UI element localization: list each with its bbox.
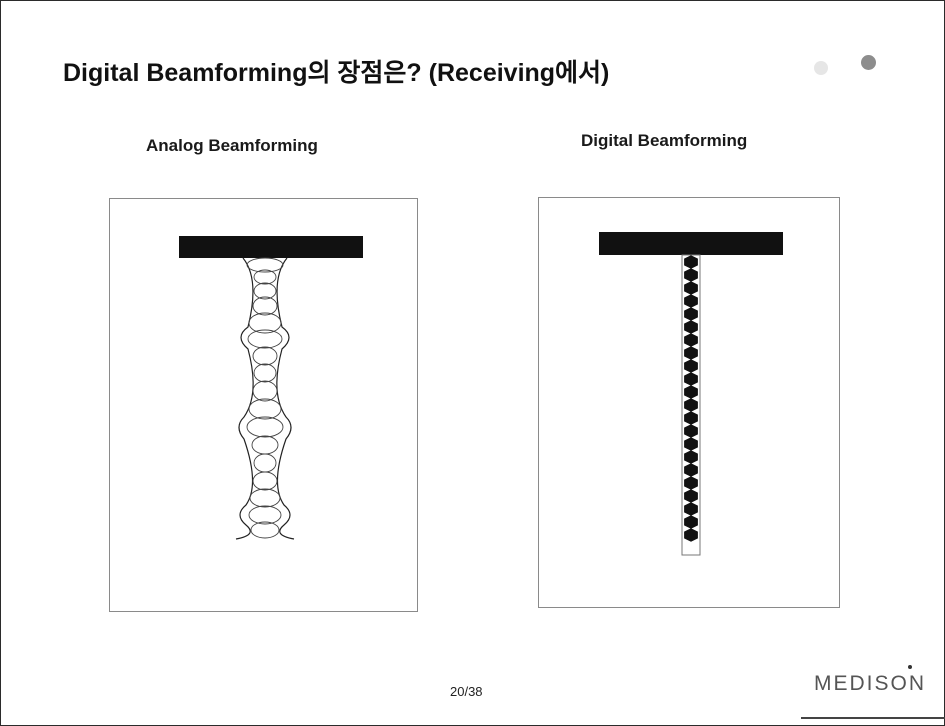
digital-focal-point: [684, 489, 698, 503]
digital-focal-point: [684, 372, 698, 386]
digital-focal-point: [684, 268, 698, 282]
digital-beamforming-label: Digital Beamforming: [581, 131, 748, 150]
digital-beam-diagram: [599, 232, 783, 556]
analog-beam-panel: [109, 198, 418, 612]
digital-focal-point: [684, 502, 698, 516]
digital-beam-panel: [538, 197, 840, 608]
logo-dot: [908, 665, 912, 669]
digital-focal-point: [684, 281, 698, 295]
analog-beam-envelope-left: [235, 257, 254, 540]
digital-focal-point: [684, 294, 698, 308]
digital-focal-point: [684, 385, 698, 399]
analog-beamforming-label: Analog Beamforming: [146, 136, 318, 155]
digital-focal-point: [684, 476, 698, 490]
digital-focal-point: [684, 411, 698, 425]
digital-focal-point: [684, 320, 698, 334]
digital-focal-point: [684, 515, 698, 529]
digital-focal-point: [684, 333, 698, 347]
digital-focal-point: [684, 398, 698, 412]
digital-focal-point: [684, 255, 698, 269]
digital-focal-point: [684, 528, 698, 542]
analog-focal-zones: [246, 257, 284, 539]
digital-focal-point: [684, 307, 698, 321]
digital-focal-point: [684, 346, 698, 360]
decorative-dot-light: [814, 61, 828, 75]
analog-beam-diagram: [179, 236, 363, 540]
analog-transducer-array: [179, 236, 363, 258]
medison-logo: MEDISON: [814, 672, 927, 695]
analog-beam-envelope-right: [276, 257, 295, 540]
digital-focal-point: [684, 450, 698, 464]
digital-focal-points: [684, 255, 698, 542]
decorative-dot-dark: [861, 55, 876, 70]
bottom-rule: [801, 717, 945, 719]
digital-focal-point: [684, 359, 698, 373]
digital-focal-point: [684, 424, 698, 438]
digital-focal-point: [684, 437, 698, 451]
digital-focal-point: [684, 463, 698, 477]
digital-transducer-array: [599, 232, 783, 255]
page-number: 20/38: [450, 684, 483, 699]
slide-title: Digital Beamforming의 장점은? (Receiving에서): [63, 59, 610, 87]
